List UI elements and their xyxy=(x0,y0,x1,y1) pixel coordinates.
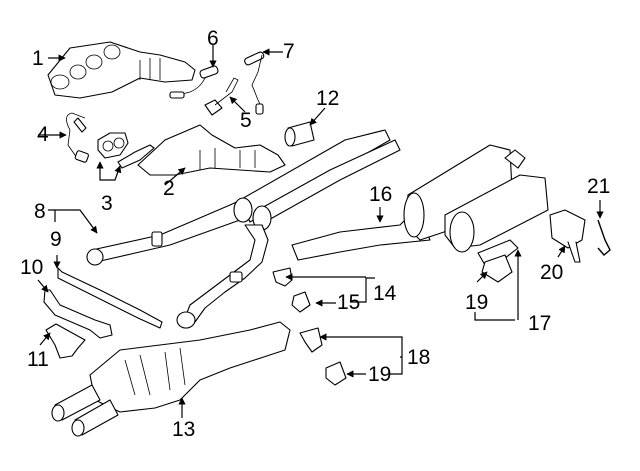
callout-14: 14 xyxy=(373,282,397,305)
part-hanger-18 xyxy=(299,327,323,353)
part-12 xyxy=(284,121,315,147)
part-bracket-9 xyxy=(57,267,163,329)
part-hanger-14 xyxy=(272,267,293,287)
part-middle-pipe-assembly xyxy=(86,129,401,329)
callout-3: 3 xyxy=(101,192,113,215)
part-bracket-10 xyxy=(43,289,113,339)
callout-20: 20 xyxy=(540,261,564,284)
callout-16: 16 xyxy=(369,183,393,206)
callout-4: 4 xyxy=(37,123,49,146)
part-sensor-5 xyxy=(204,77,239,116)
callout-19-front: 19 xyxy=(368,363,392,386)
part-sensor-6 xyxy=(169,65,219,99)
part-catalytic-converter-13 xyxy=(51,321,291,437)
callout-6: 6 xyxy=(207,27,219,50)
callout-21: 21 xyxy=(587,175,611,198)
leader-lines xyxy=(37,45,604,418)
part-isolator-19b xyxy=(325,361,347,386)
callout-12: 12 xyxy=(316,87,340,110)
callout-2: 2 xyxy=(163,177,175,200)
callout-9: 9 xyxy=(50,228,62,251)
part-gaskets-3 xyxy=(97,132,155,169)
callout-15: 15 xyxy=(337,291,361,314)
callout-10: 10 xyxy=(20,256,44,279)
callout-17: 17 xyxy=(528,312,552,335)
callout-1: 1 xyxy=(32,47,44,70)
callout-19-rear: 19 xyxy=(465,291,489,314)
part-isolator-15 xyxy=(291,291,311,313)
part-isolator-19a xyxy=(481,254,513,283)
part-exhaust-manifold-2 xyxy=(137,124,286,176)
callout-5: 5 xyxy=(240,109,252,132)
part-clip-21 xyxy=(597,219,611,256)
callout-8: 8 xyxy=(34,200,46,223)
part-hanger-17 xyxy=(477,239,519,266)
part-valve-20 xyxy=(549,209,586,263)
part-hanger-11 xyxy=(45,323,86,359)
part-rear-muffler-16 xyxy=(291,144,549,261)
callout-7: 7 xyxy=(283,40,295,63)
part-oxygen-sensor-4 xyxy=(66,112,89,163)
callout-11: 11 xyxy=(27,348,49,371)
callout-13: 13 xyxy=(172,418,196,441)
callout-18: 18 xyxy=(407,346,431,369)
part-sensor-7 xyxy=(244,51,265,115)
part-exhaust-manifold-1 xyxy=(47,41,196,99)
